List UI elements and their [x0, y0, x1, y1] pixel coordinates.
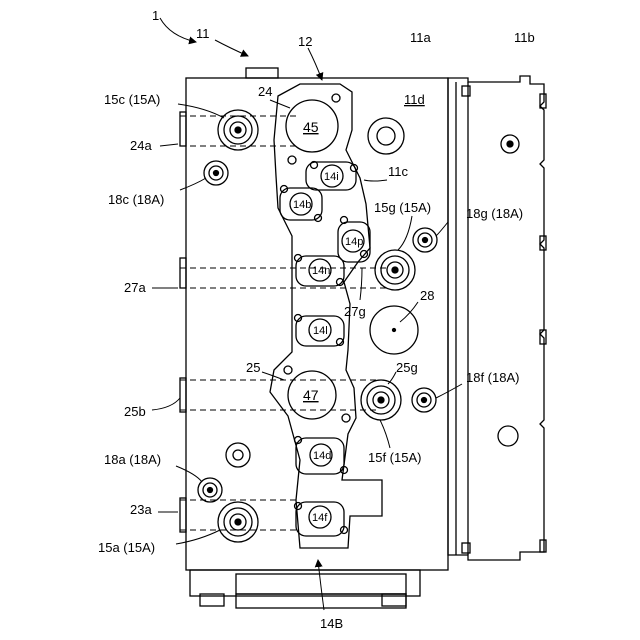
- label-45: 45: [303, 119, 319, 135]
- label-11a: 11a: [410, 30, 431, 45]
- sensor-18f: [412, 388, 436, 412]
- label-25: 25: [246, 360, 260, 375]
- label-15c: 15c (15A): [104, 92, 160, 107]
- label-15a: 15a (15A): [98, 540, 155, 555]
- main-block-11a: [180, 68, 448, 608]
- label-23a: 23a: [130, 502, 152, 517]
- label-14n: 14n: [312, 265, 330, 277]
- label-15g: 15g (15A): [374, 200, 431, 215]
- label-24: 24: [258, 84, 272, 99]
- label-18c: 18c (18A): [108, 192, 164, 207]
- label-18f: 18f (18A): [466, 370, 519, 385]
- label-1: 1: [152, 8, 159, 23]
- plug-15a: [218, 502, 258, 542]
- label-18g: 18g (18A): [466, 206, 523, 221]
- label-15f: 15f (15A): [368, 450, 421, 465]
- sensor-18c: [204, 161, 228, 185]
- label-14d: 14d: [313, 450, 331, 462]
- housing-11b: [448, 76, 546, 560]
- label-11d: 11d: [404, 92, 425, 107]
- label-11c: 11c: [388, 164, 408, 179]
- label-14l: 14l: [313, 325, 328, 337]
- label-24a: 24a: [130, 138, 152, 153]
- plug-15g: [375, 250, 415, 290]
- label-25g: 25g: [396, 360, 418, 375]
- label-14f: 14f: [312, 512, 328, 524]
- label-14b: 14b: [293, 199, 311, 211]
- plug-15f: [361, 380, 401, 420]
- label-47: 47: [303, 387, 319, 403]
- label-12: 12: [298, 34, 312, 49]
- label-11b: 11b: [514, 30, 535, 45]
- label-14p: 14p: [345, 236, 363, 248]
- sensor-18g: [413, 228, 437, 252]
- label-28: 28: [420, 288, 434, 303]
- label-11: 11: [196, 26, 210, 41]
- label-14B: 14B: [320, 616, 343, 631]
- label-25b: 25b: [124, 404, 146, 419]
- label-18a: 18a (18A): [104, 452, 161, 467]
- label-27a: 27a: [124, 280, 146, 295]
- label-14i: 14i: [324, 171, 339, 183]
- label-27g: 27g: [344, 304, 366, 319]
